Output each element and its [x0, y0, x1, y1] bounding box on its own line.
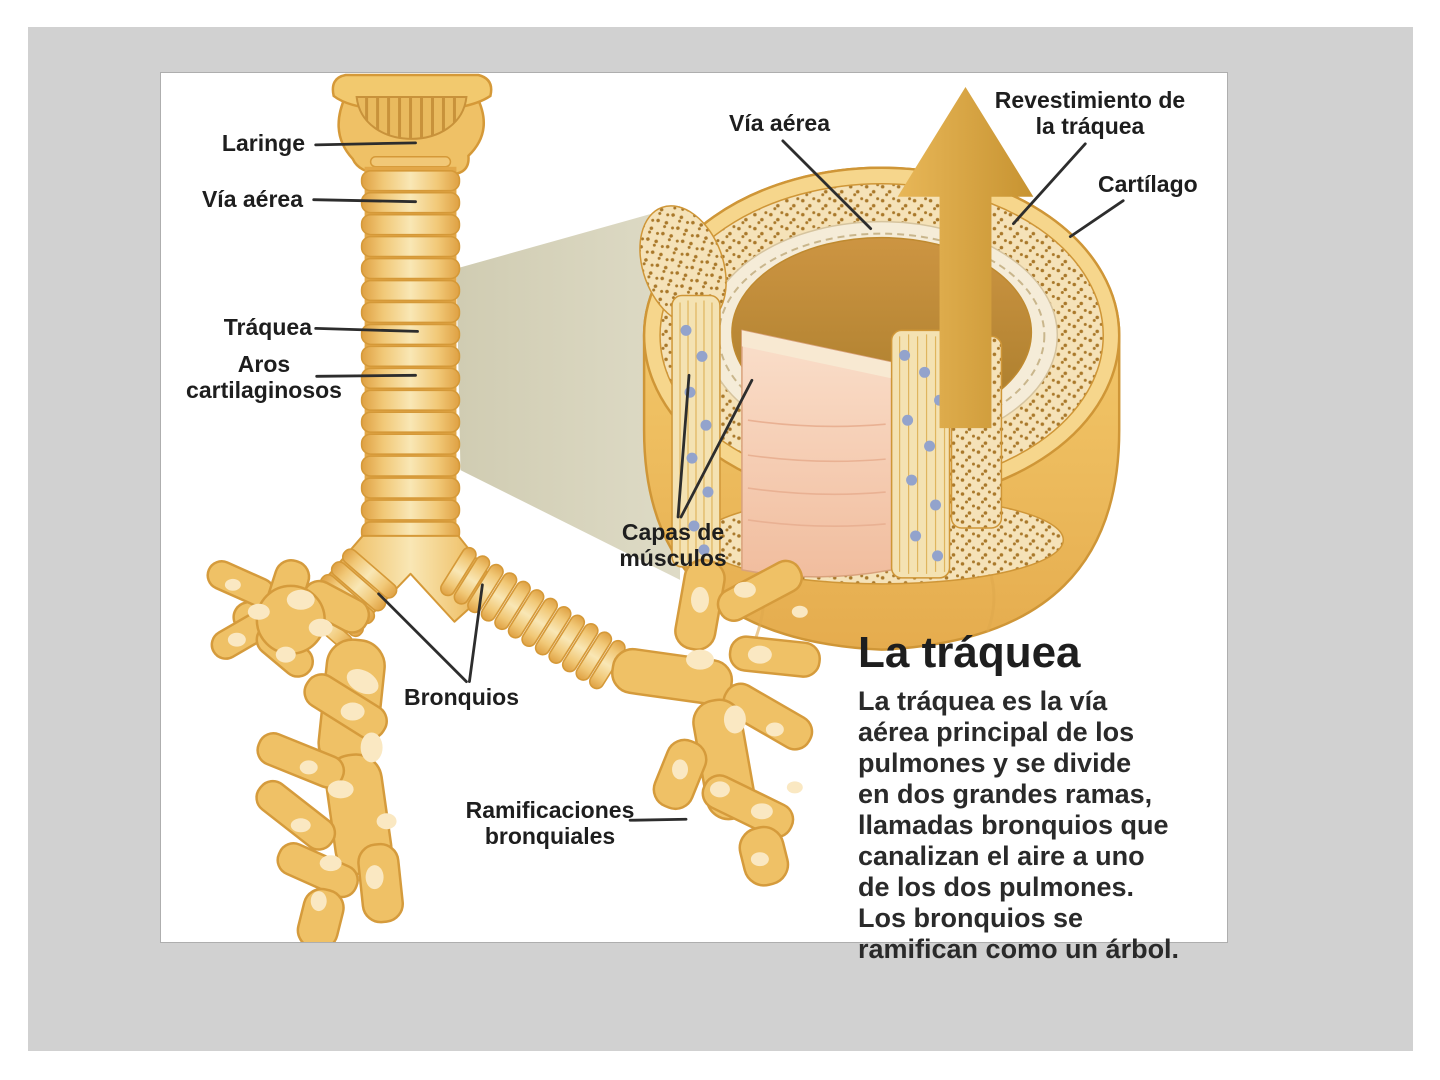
branch-cluster-right [611, 558, 821, 887]
cross-section-illustration [639, 86, 1121, 651]
label-ramificaciones-bronquiales: Ramificaciones bronquiales [465, 797, 635, 849]
info-body-line: Los bronquios se [858, 903, 1084, 933]
info-title: La tráquea [858, 628, 1081, 677]
muscle-layer-left [671, 294, 721, 568]
label-traquea: Tráquea [223, 314, 312, 340]
larynx-shape [331, 73, 493, 176]
label-cartilago: Cartílago [1098, 171, 1198, 197]
label-capas-de-musculos: Capas de músculos [619, 519, 727, 571]
airflow-arrow [897, 86, 1034, 429]
label-via-aerea-left: Vía aérea [201, 186, 303, 212]
label-laringe: Laringe [221, 130, 305, 156]
info-body-line: pulmones y se divide [858, 748, 1132, 778]
info-body-line: de los dos pulmones. [858, 872, 1135, 902]
info-body-line: canalizan el aire a uno [858, 841, 1145, 871]
info-body-line: aérea principal de los [858, 717, 1135, 747]
branch-cluster-lower-left [255, 638, 404, 942]
leader-lines [312, 139, 1125, 822]
info-body-line: llamadas bronquios que [858, 810, 1169, 840]
branch-cluster-upper-left [206, 559, 371, 678]
diagram-panel [160, 72, 1228, 943]
label-revestimiento: Revestimiento de la tráquea [994, 87, 1186, 139]
trachea-diagram-svg [206, 73, 1125, 942]
label-aros-cartilaginosos: Aros cartilaginosos [186, 351, 342, 403]
inner-wall-slab [741, 329, 893, 578]
label-bronquios: Bronquios [404, 684, 519, 710]
label-via-aerea-right: Vía aérea [728, 110, 831, 136]
trachea-tube [360, 166, 461, 543]
zoom-wedge [456, 205, 681, 580]
right-bronchus [440, 546, 626, 690]
info-body-line: ramifican como un árbol. [858, 934, 1180, 964]
info-body-line: La tráquea es la vía [858, 686, 1108, 716]
info-body-line: en dos grandes ramas, [858, 779, 1153, 809]
trachea-illustration [206, 73, 821, 942]
